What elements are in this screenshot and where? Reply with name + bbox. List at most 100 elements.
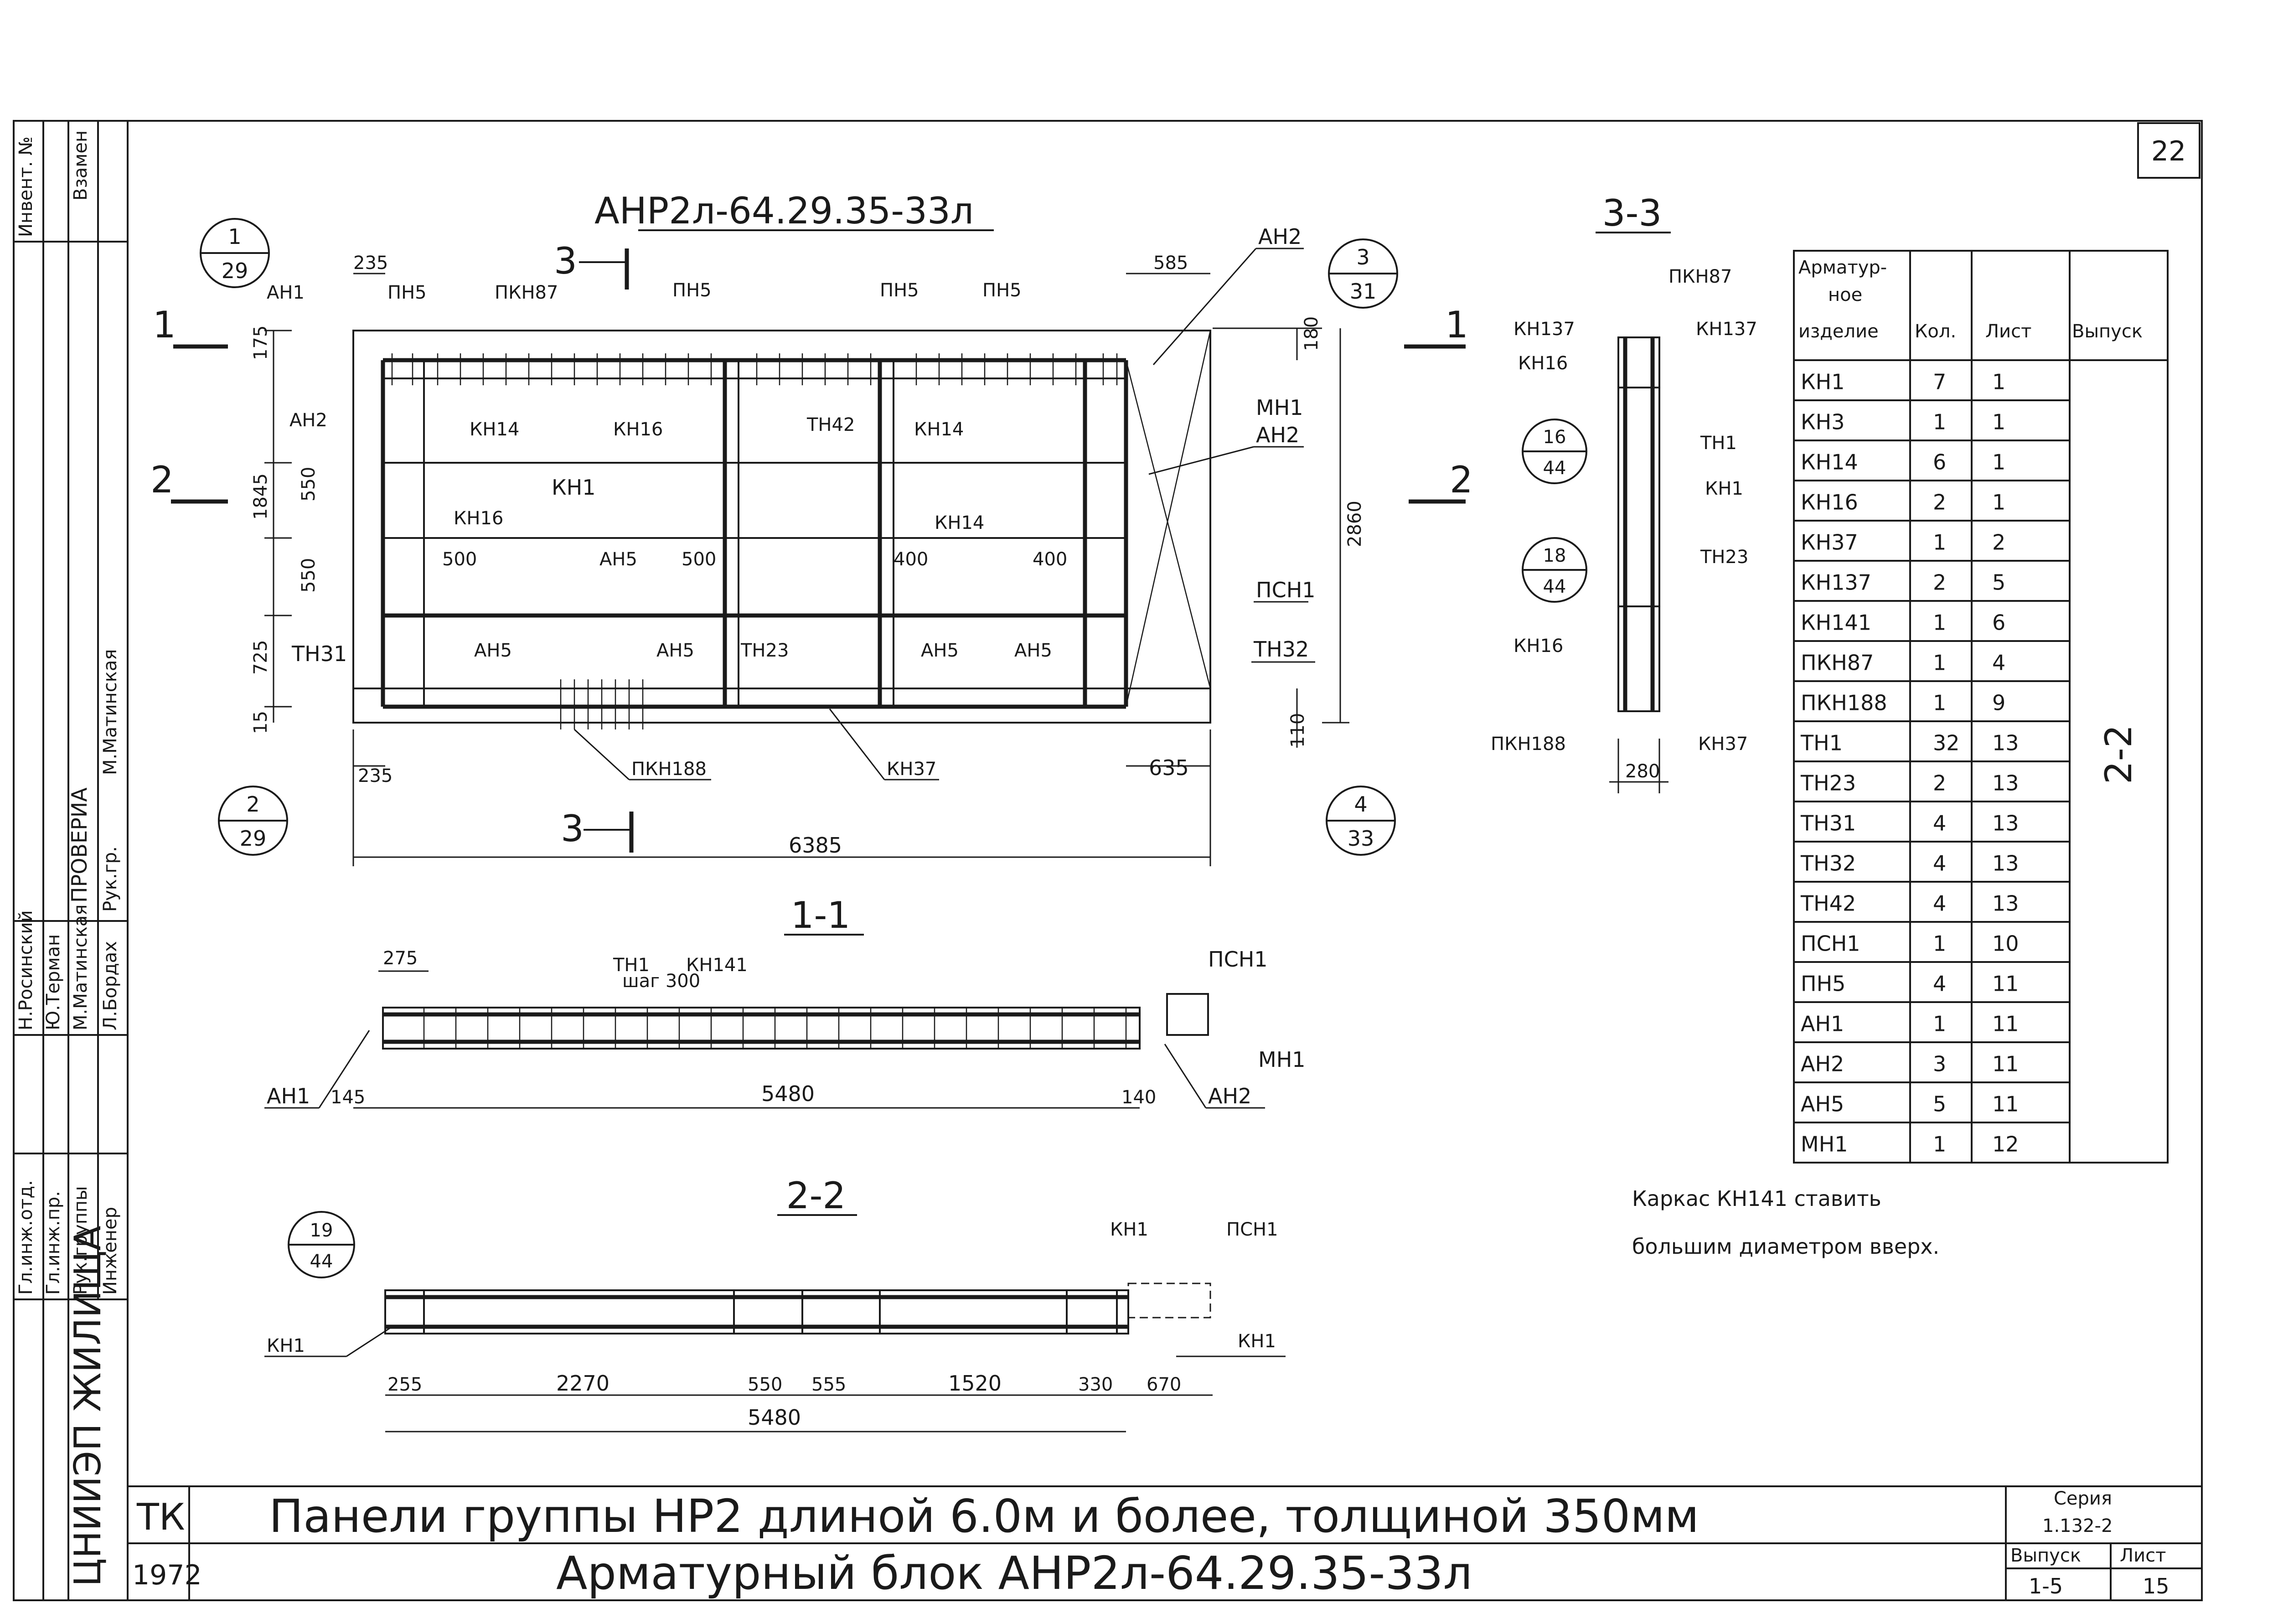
spec-cell-item: КН137: [1801, 570, 1871, 595]
plan-dim-15: 15: [250, 711, 271, 734]
spec-header-issue: Выпуск: [2072, 321, 2143, 342]
plan-label-ah1: АН1: [267, 282, 305, 303]
callout-3-31: 3 31: [1328, 238, 1398, 309]
plan-label-ah2left: АН2: [289, 410, 327, 431]
title-issue-label: Выпуск: [2010, 1545, 2081, 1566]
s22-label-kn1-top: КН1: [1110, 1219, 1148, 1240]
plan-label-tn23: ТН23: [740, 640, 789, 661]
spec-cell-sheet: 5: [1992, 570, 2005, 595]
note-line-2: большим диаметром вверх.: [1632, 1234, 1939, 1259]
spec-cell-qty: 1: [1933, 530, 1946, 554]
s33-label-kn16b: КН16: [1514, 636, 1563, 657]
plan-dim-110: 110: [1287, 713, 1308, 748]
title-line-2: Арматурный блок АНР2л-64.29.35-33л: [556, 1546, 1472, 1600]
spec-cell-item: ТН23: [1800, 771, 1856, 795]
plan-label-kn14c: КН14: [935, 512, 984, 533]
s22-label-kn1-right: КН1: [1238, 1331, 1276, 1352]
section-2-2: 2-2 19 44 КН1 ПСН1 КН1 КН1 255 2270 550 …: [264, 1174, 1286, 1433]
s33-label-kn137b: КН137: [1696, 319, 1757, 340]
spec-table: Арматур- ное изделие Кол. Лист Выпуск КН…: [1793, 250, 2169, 1164]
s11-dim-5480: 5480: [761, 1081, 815, 1106]
plan-dim-725: 725: [250, 640, 271, 675]
spec-header-qty: Кол.: [1915, 321, 1956, 342]
spec-cell-qty: 6: [1933, 450, 1946, 474]
strip-role-2: Гл.инж.пр.: [43, 1191, 64, 1295]
s33-label-kn37: КН37: [1698, 734, 1748, 755]
strip-sign-checker: М.Матинская: [100, 649, 121, 775]
plan-label-ah5e: АН5: [1014, 640, 1052, 661]
section-marker-2-right: 2: [1450, 459, 1473, 501]
strip-name-4: Л.Бордах: [100, 941, 121, 1030]
spec-cell-item: КН1: [1801, 369, 1845, 394]
spec-cell-sheet: 11: [1992, 1051, 2019, 1076]
s33-label-kn1: КН1: [1705, 478, 1743, 499]
spec-cell-qty: 1: [1933, 1132, 1946, 1156]
title-block: ТК 1972 Панели группы НР2 длиной 6.0м и …: [128, 1485, 2202, 1600]
spec-cell-qty: 7: [1933, 369, 1946, 394]
spec-cell-qty: 4: [1933, 891, 1946, 915]
section-2-2-body: [384, 1289, 1129, 1334]
svg-text:29: 29: [240, 826, 267, 851]
strip-role-4: Инженер: [100, 1207, 121, 1295]
plan-label-ah5c: АН5: [656, 640, 694, 661]
svg-text:3: 3: [1356, 245, 1369, 269]
plan-label-kn14b: КН14: [914, 419, 964, 440]
sheet-number: 22: [2151, 135, 2186, 167]
plan-dimension-lines: [264, 273, 1349, 866]
strip-head-group: Рук.гр.: [100, 846, 121, 912]
spec-cell-qty: 4: [1933, 971, 1946, 996]
spec-cell-item: АН5: [1801, 1091, 1844, 1116]
left-strip-frame: [13, 120, 129, 1601]
strip-invent: Инвент. №: [15, 136, 36, 237]
plan-label-tn32: ТН32: [1253, 637, 1309, 662]
sheet-number-box: [2137, 122, 2201, 179]
spec-cell-item: КН14: [1801, 450, 1858, 474]
plan-label-tn42: ТН42: [806, 414, 855, 435]
panel-outline: [352, 330, 1211, 724]
section-marker-3-top: 3: [554, 240, 577, 282]
s11-label-ah1: АН1: [267, 1084, 310, 1108]
svg-text:31: 31: [1350, 279, 1377, 304]
plan-label-ah2top: АН2: [1258, 224, 1302, 249]
plan-label-tn31: ТН31: [291, 641, 347, 666]
spec-cell-sheet: 13: [1992, 851, 2019, 875]
strip-role-1: Гл.инж.отд.: [15, 1180, 36, 1295]
callout-1-29: 1 29: [200, 218, 270, 288]
spec-cell-item: ПСН1: [1801, 931, 1860, 956]
svg-text:44: 44: [1543, 458, 1566, 479]
s11-label-mn1: МН1: [1258, 1047, 1306, 1072]
spec-header-item-1: Арматур-: [1798, 257, 1887, 278]
spec-cell-item: МН1: [1801, 1132, 1848, 1156]
s33-label-pkn188: ПКН188: [1491, 734, 1566, 755]
spec-cell-sheet: 12: [1992, 1132, 2019, 1156]
section-marker-1-left: 1: [153, 304, 176, 346]
s33-label-pkn87: ПКН87: [1668, 266, 1732, 287]
spec-cell-item: АН1: [1801, 1011, 1844, 1036]
plan-view: АНР2л-64.29.35-33л: [150, 190, 1473, 866]
spec-cell-qty: 4: [1933, 851, 1946, 875]
plan-label-psn1: ПСН1: [1256, 578, 1316, 602]
s33-label-kn137a: КН137: [1514, 319, 1575, 340]
spec-cell-qty: 4: [1933, 811, 1946, 835]
spec-cell-item: КН37: [1801, 530, 1858, 554]
s22-dim-5480: 5480: [748, 1405, 801, 1430]
s11-label-psn1: ПСН1: [1208, 947, 1268, 972]
spec-cell-sheet: 13: [1992, 771, 2019, 795]
svg-text:44: 44: [310, 1251, 333, 1272]
section-1-1: 1-1 ТН1 шаг 300 КН141 ПСН1 МН1 АН1 АН2: [264, 894, 1306, 1109]
spec-header-sheet: Лист: [1985, 321, 2031, 342]
svg-text:29: 29: [222, 259, 248, 283]
plan-label-pkn87: ПКН87: [495, 282, 558, 303]
section-title-3-3: 3-3: [1602, 192, 1662, 234]
plan-label-kn16b: КН16: [454, 508, 503, 529]
spec-cell-item: ТН1: [1800, 730, 1843, 755]
plan-label-kn1: КН1: [552, 475, 596, 500]
spec-cell-qty: 5: [1933, 1091, 1946, 1116]
s22-dim-1520: 1520: [948, 1371, 1002, 1396]
spec-cell-item: ПКН188: [1801, 690, 1887, 715]
section-title-1-1: 1-1: [791, 894, 851, 936]
spec-cell-qty: 2: [1933, 771, 1946, 795]
svg-text:4: 4: [1354, 792, 1367, 817]
